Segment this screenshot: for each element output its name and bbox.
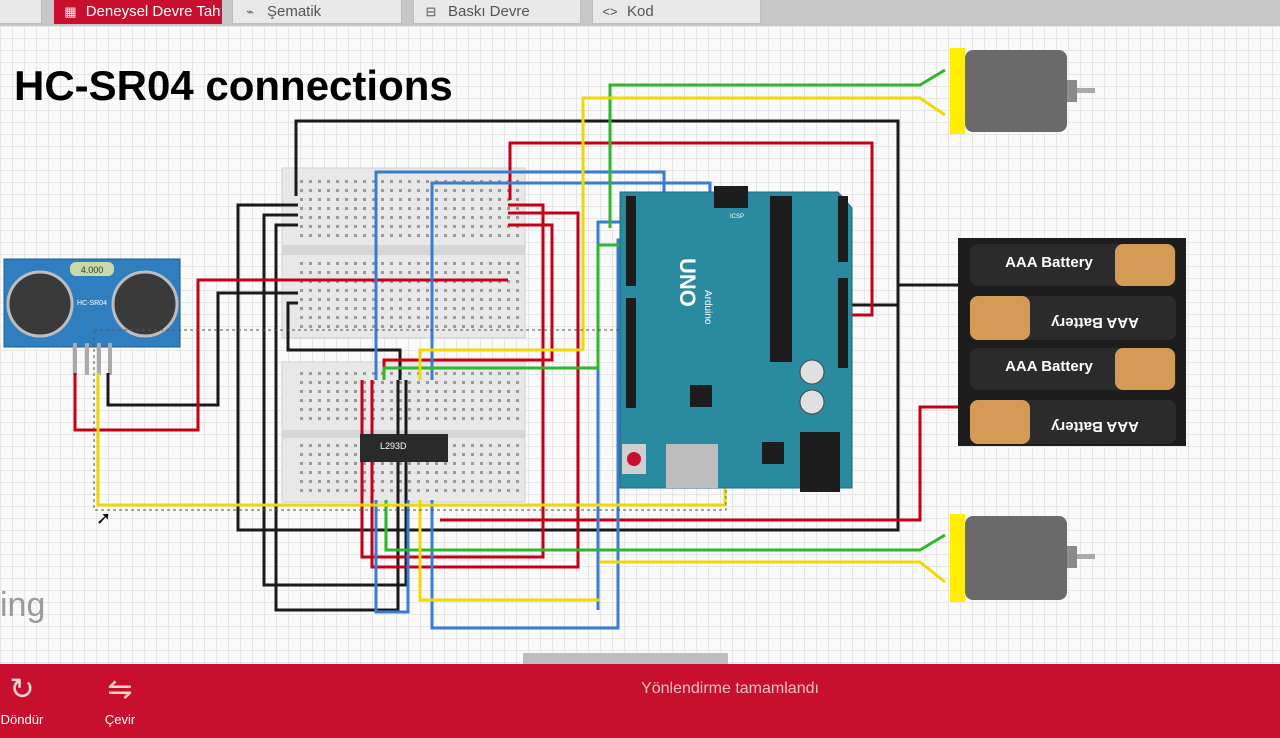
battery-label-2: AAA Battery (1050, 314, 1138, 331)
tab-pcb[interactable]: ⊟ Baskı Devre (413, 0, 581, 24)
green-wires[interactable] (382, 68, 946, 552)
breadboard-canvas[interactable]: HC-SR04 connections 4.000 HC-SR04 (0, 26, 1280, 664)
tab-code[interactable]: <> Kod (592, 0, 761, 24)
status-message: Yönlendirme tamamlandı (641, 680, 819, 697)
circuit-drawing[interactable]: 4.000 HC-SR04 (0, 26, 1280, 664)
flip-label: Çevir (104, 712, 136, 727)
bottom-toolbar: ↻ Döndür ⇋ Çevir Yönlendirme tamamlandı (0, 664, 1280, 738)
code-icon: <> (602, 3, 618, 19)
chip-label: L293D (380, 441, 407, 451)
breadboard-icon: ▦ (64, 3, 77, 19)
tab-breadboard-label: Deneysel Devre Tahtası (85, 3, 221, 20)
sensor-display: 4.000 (81, 265, 104, 275)
tab-hidden[interactable] (0, 0, 42, 24)
rotate-label: Döndür (0, 712, 44, 727)
arduino-brand-label: Arduino (702, 290, 713, 325)
tab-schematic-label: Şematik (267, 3, 322, 20)
black-wires[interactable] (106, 119, 958, 612)
pcb-icon: ⊟ (425, 3, 437, 19)
dc-motor-top[interactable] (950, 48, 1095, 134)
icsp-label: ICSP (730, 214, 744, 220)
schematic-icon: ⌁ (246, 3, 254, 19)
mouse-cursor-icon: ➚ (96, 508, 112, 528)
fritzing-watermark: ing (0, 586, 46, 624)
rotate-icon: ↻ (9, 673, 35, 706)
dc-motor-bottom[interactable] (950, 514, 1095, 602)
battery-label-3: AAA Battery (1005, 358, 1093, 375)
rotate-button[interactable]: ↻ Döndür (0, 670, 52, 727)
arduino-uno[interactable]: ICSP UNO Arduino (619, 186, 853, 492)
tab-code-label: Kod (627, 3, 654, 20)
breadboard[interactable] (281, 167, 526, 503)
view-tab-bar: ▦ Deneysel Devre Tahtası ⌁ Şematik ⊟ Bas… (0, 0, 1280, 26)
flip-icon: ⇋ (107, 673, 133, 706)
tab-pcb-label: Baskı Devre (448, 3, 530, 20)
tab-schematic[interactable]: ⌁ Şematik (232, 0, 402, 24)
arduino-uno-label: UNO (675, 258, 700, 307)
tab-breadboard[interactable]: ▦ Deneysel Devre Tahtası (54, 0, 222, 24)
horizontal-scrollbar[interactable] (523, 653, 728, 664)
flip-button[interactable]: ⇋ Çevir (90, 670, 150, 727)
l293d-chip[interactable]: L293D (360, 434, 448, 462)
sensor-label: HC-SR04 (77, 300, 107, 307)
canvas-title: HC-SR04 connections (14, 62, 453, 109)
battery-label-4: AAA Battery (1050, 418, 1138, 435)
battery-pack[interactable]: AAA Battery AAA Battery AAA Battery AAA … (958, 238, 1186, 446)
hc-sr04-sensor[interactable]: 4.000 HC-SR04 (3, 258, 181, 375)
battery-label-1: AAA Battery (1005, 254, 1093, 271)
